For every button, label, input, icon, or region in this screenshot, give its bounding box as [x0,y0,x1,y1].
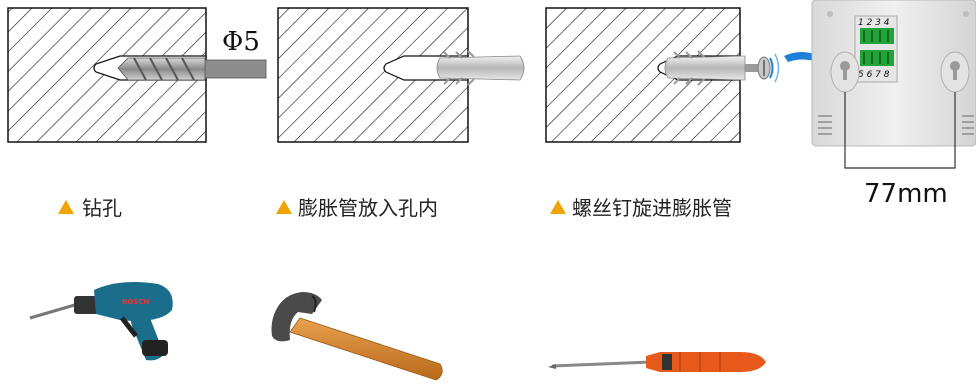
screwdriver-icon [548,352,766,372]
step-caption-1: 钻孔 [58,196,122,220]
keyhole-mount-right [940,51,970,93]
step-caption-2: 膨胀管放入孔内 [276,196,438,220]
step-screw-panel [545,7,780,143]
step-anchor-panel [277,7,525,143]
drill-brand-label: BOSCH [122,298,149,306]
hole-spacing-label: 77mm [864,179,948,209]
hole-spacing-bracket [844,92,956,169]
screw-in-anchor-icon [664,50,771,86]
claw-hammer-icon [271,292,443,381]
hole-diameter-label: Φ5 [222,27,260,57]
vent-slots [818,115,974,135]
rotation-arrow-icon [769,53,780,83]
drill-bit-icon [117,57,267,81]
mount-arrow-icon [784,52,848,80]
keyhole-mount-left [830,51,860,93]
caption-triangle-icon [276,200,292,214]
terminal-block [860,28,894,66]
caption-text: 螺丝钉旋进膨胀管 [572,196,732,220]
terminal-numbers-top: 1 2 3 4 [858,18,890,28]
step-caption-3: 螺丝钉旋进膨胀管 [550,196,732,220]
caption-text: 膨胀管放入孔内 [298,196,438,220]
caption-triangle-icon [550,200,566,214]
step-drill-panel: Φ5 [7,7,267,143]
wall-anchor-icon [436,50,525,86]
thermostat-back-plate: 1 2 3 4 5 6 7 8 [811,0,976,147]
terminal-numbers-bottom: 5 6 7 8 [858,70,890,80]
caption-text: 钻孔 [82,196,122,220]
power-drill-icon: BOSCH [29,282,173,361]
caption-triangle-icon [58,200,74,214]
